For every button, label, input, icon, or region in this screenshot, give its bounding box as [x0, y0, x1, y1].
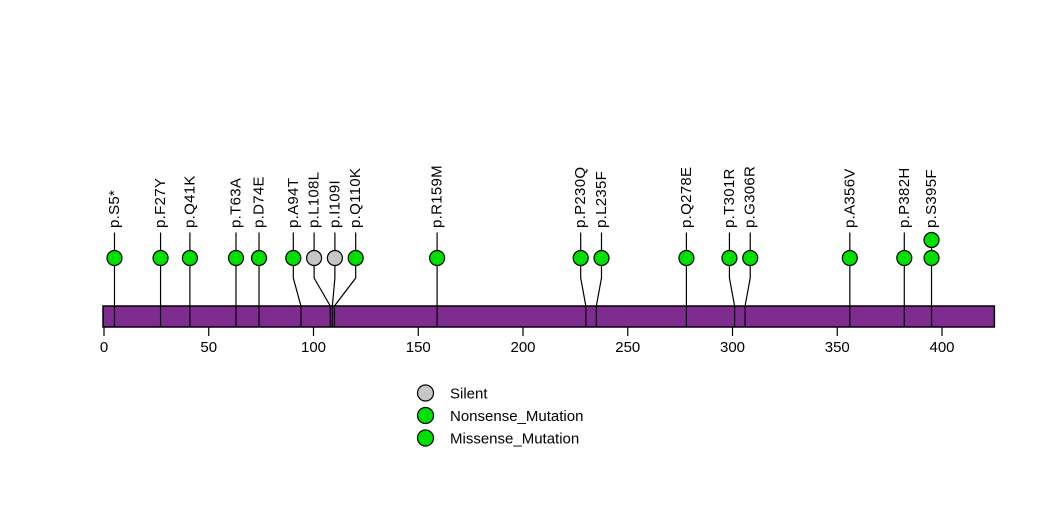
legend-label: Silent — [450, 386, 488, 403]
mutation-point — [678, 249, 695, 267]
legend-label: Missense_Mutation — [450, 431, 579, 448]
mutation-point — [305, 249, 323, 267]
mutation-point — [593, 249, 610, 267]
mutation-label: p.L235F — [593, 171, 610, 228]
mutation-label: p.P230Q — [572, 167, 589, 228]
axis-tick-label: 350 — [825, 339, 850, 356]
mutation-label: p.G306R — [742, 166, 759, 228]
legend-swatch — [416, 384, 435, 402]
mutation-point — [429, 249, 446, 267]
mutation-point — [106, 249, 123, 267]
axis-tick-label: 150 — [406, 339, 431, 356]
axis-tick-label: 100 — [301, 339, 326, 356]
axis-tick-label: 0 — [100, 339, 108, 356]
axis-tick-label: 50 — [200, 339, 217, 356]
mutation-point — [572, 249, 589, 267]
mutation-point — [285, 249, 302, 267]
mutation-label: p.Q41K — [181, 175, 198, 228]
mutation-label: p.R159M — [429, 165, 446, 228]
mutation-label: p.Q110K — [347, 168, 364, 228]
axis-tick-label: 300 — [720, 339, 745, 356]
legend-swatch — [416, 429, 435, 447]
mutation-label: p.I109I — [326, 180, 343, 228]
mutation-label: p.F27Y — [152, 178, 169, 228]
mutation-point — [326, 249, 343, 267]
mutation-label: p.T301R — [721, 168, 738, 228]
mutation-point — [250, 249, 268, 267]
mutation-label: p.S395F — [923, 169, 940, 228]
mutation-label: p.D74E — [251, 176, 268, 228]
axis-tick-label: 400 — [929, 339, 954, 356]
mutation-point — [841, 249, 858, 267]
mutation-point — [181, 249, 198, 267]
mutation-label: p.L108L — [306, 172, 323, 228]
legend-label: Nonsense_Mutation — [450, 408, 583, 425]
mutation-point — [923, 249, 940, 267]
mutation-label: p.T63A — [227, 178, 244, 228]
mutation-point — [721, 249, 738, 267]
mutation-point — [347, 249, 364, 267]
mutation-label: p.S5* — [106, 190, 123, 228]
legend-swatch — [416, 406, 435, 425]
mutation-label: p.A356V — [841, 168, 858, 228]
mutation-point — [923, 231, 940, 249]
mutation-label: p.A94T — [285, 178, 302, 228]
mutation-label: p.Q278E — [678, 167, 695, 228]
mutation-point — [742, 249, 759, 267]
mutation-point — [152, 249, 169, 267]
mutation-point — [896, 249, 913, 267]
axis-tick-label: 200 — [510, 339, 535, 356]
axis-tick-label: 250 — [615, 339, 640, 356]
mutation-point — [227, 249, 245, 267]
protein-domain-bar — [102, 305, 996, 328]
mutation-label: p.P382H — [896, 168, 913, 228]
